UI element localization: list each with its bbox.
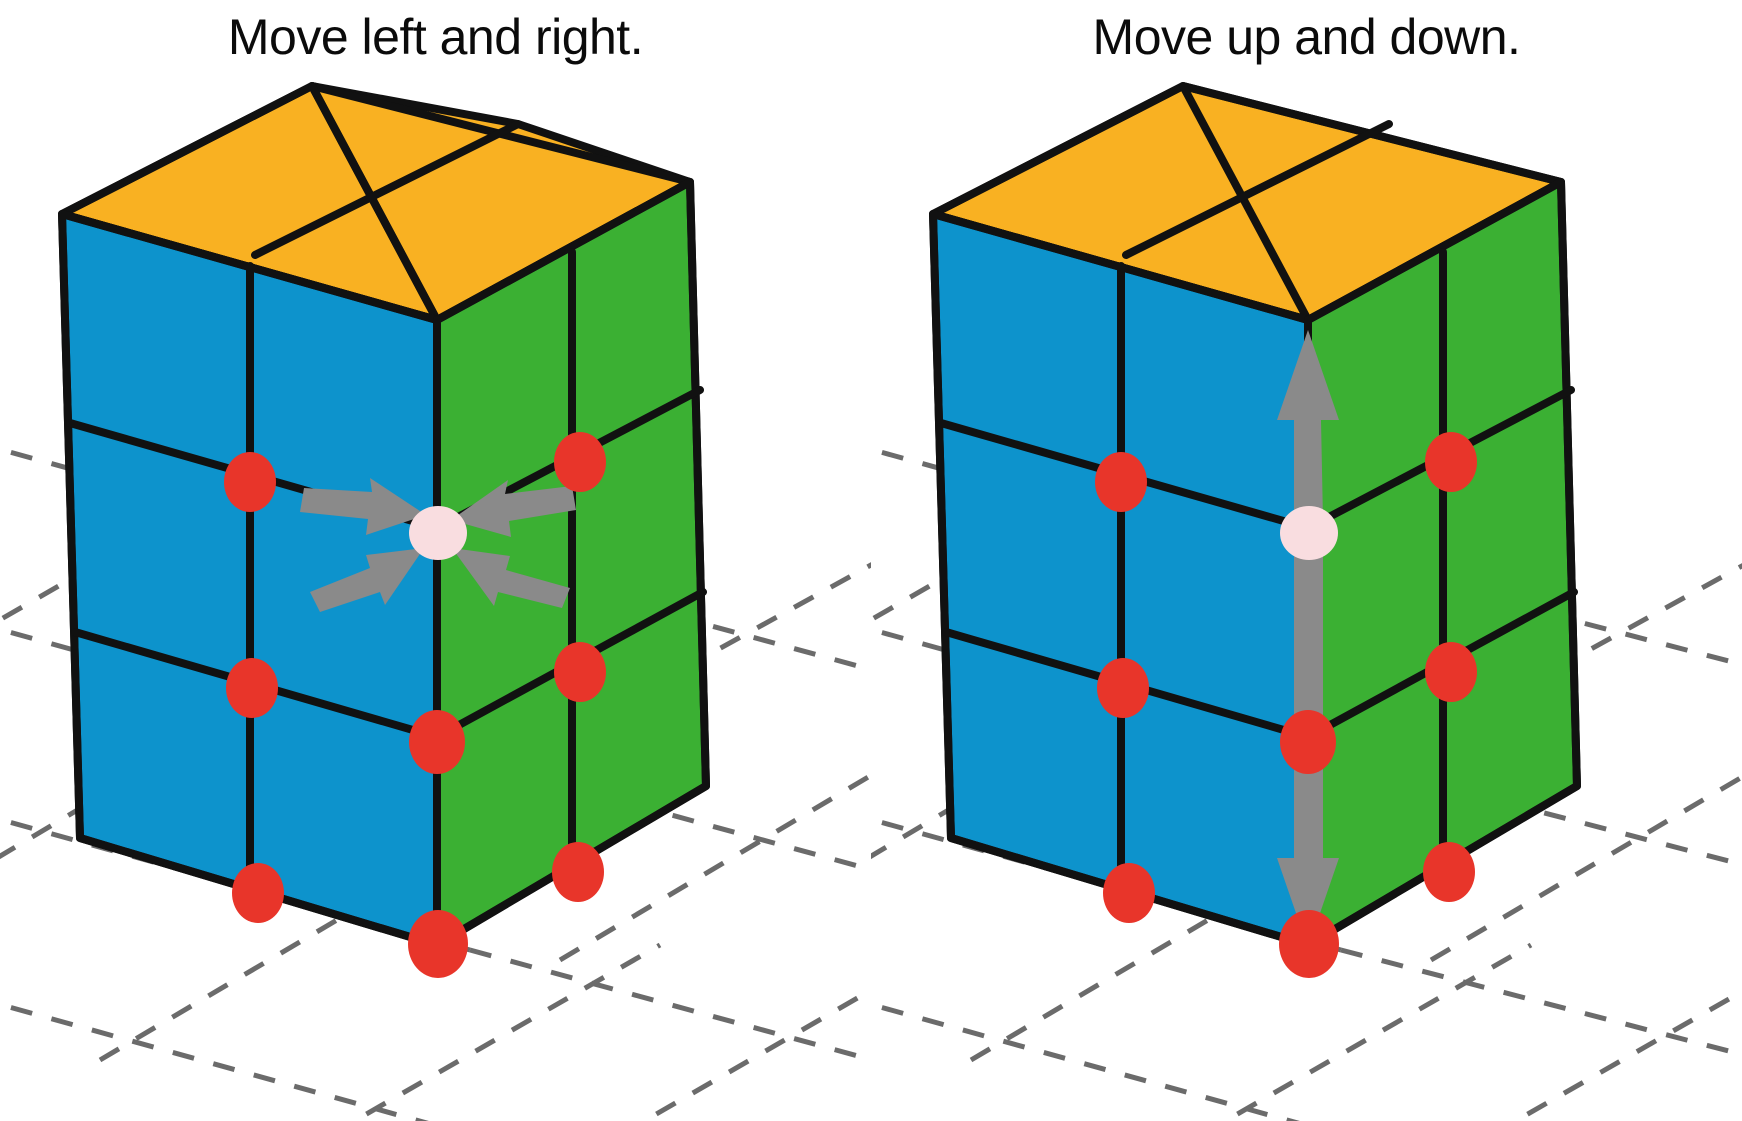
cube-left	[58, 82, 710, 949]
left-right-arrows	[300, 478, 576, 612]
vertex-dots	[224, 432, 606, 978]
vertex-dot	[226, 658, 278, 718]
panel-left-title: Move left and right.	[227, 9, 644, 65]
vertex-dot	[409, 710, 465, 774]
vertex-dot	[1097, 658, 1149, 718]
panel-right-illustration	[871, 0, 1742, 1121]
panel-right-title: Move up and down.	[1092, 9, 1521, 65]
cube-left-face	[929, 210, 1312, 949]
vertex-dot	[554, 432, 606, 492]
vertex-dot	[1280, 710, 1336, 774]
pink-center-dot	[409, 506, 467, 560]
vertex-dots	[1095, 432, 1477, 978]
panel-move-up-down: Move up and down.	[871, 0, 1742, 1121]
vertex-dot	[1423, 842, 1475, 902]
panel-move-left-right: Move left and right.	[0, 9, 871, 1121]
vertex-dot	[554, 642, 606, 702]
vertex-dot	[552, 842, 604, 902]
vertex-dot	[224, 452, 276, 512]
vertex-dot	[1103, 863, 1155, 923]
vertex-dot	[1279, 910, 1339, 978]
cube-right-face	[1304, 178, 1581, 949]
vertex-dot	[232, 863, 284, 923]
vertex-dot	[1425, 432, 1477, 492]
panel-left-illustration	[0, 82, 871, 1121]
pink-center-dot	[1280, 506, 1338, 560]
cube-right	[929, 82, 1581, 949]
vertex-dot	[408, 910, 468, 978]
vertex-dot	[1095, 452, 1147, 512]
vertex-dot	[1425, 642, 1477, 702]
